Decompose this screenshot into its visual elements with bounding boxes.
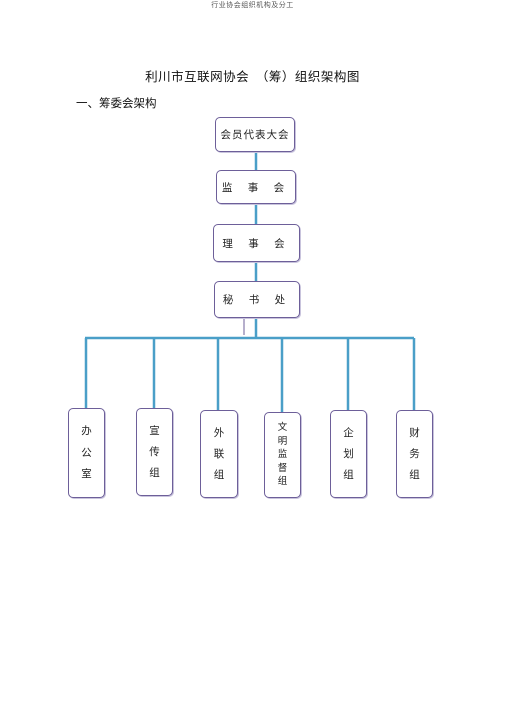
dept-char: 公 — [81, 446, 92, 459]
dept-char: 传 — [149, 445, 160, 458]
dept-box-finance: 财 务 组 — [396, 410, 433, 498]
dept-box-planning: 企 划 组 — [330, 410, 367, 498]
dept-char: 督 — [277, 462, 288, 474]
dept-char: 宣 — [149, 424, 160, 437]
org-box-supervisory-board: 监 事 会 — [216, 170, 296, 204]
dept-char: 组 — [409, 468, 420, 481]
dept-char: 文 — [277, 422, 288, 433]
dept-box-civility-supervision: 文 明 监 督 组 — [264, 412, 301, 498]
dept-box-office: 办 公 室 — [68, 408, 105, 498]
page-header: 行业协会组织机构及分工 — [211, 1, 294, 9]
dept-box-external-affairs: 外 联 组 — [200, 410, 238, 498]
dept-char: 财 — [409, 426, 420, 439]
dept-char: 组 — [277, 476, 288, 487]
dept-char: 组 — [213, 468, 225, 481]
org-box-council: 理 事 会 — [213, 224, 300, 262]
org-box-secretariat: 秘 书 处 — [214, 281, 300, 318]
org-box-label: 秘 书 处 — [222, 294, 292, 306]
dept-char: 办 — [81, 425, 92, 438]
dept-char: 划 — [343, 447, 354, 460]
dept-char: 监 — [277, 449, 288, 460]
dept-char: 联 — [213, 447, 225, 460]
org-box-label: 理 事 会 — [222, 237, 291, 250]
org-box-label: 监 事 会 — [221, 181, 291, 194]
dept-box-publicity: 宣 传 组 — [136, 408, 173, 496]
org-box-member-congress: 会员代表大会 — [215, 117, 295, 152]
org-box-label: 会员代表大会 — [220, 129, 290, 141]
dept-char: 组 — [343, 468, 354, 481]
page-title: 利川市互联网协会 （筹）组织架构图 — [145, 69, 360, 84]
section-heading: 一、筹委会架构 — [76, 96, 157, 110]
dept-char: 务 — [409, 447, 420, 460]
dept-char: 室 — [81, 468, 92, 481]
dept-char: 外 — [213, 426, 225, 439]
dept-char: 企 — [343, 426, 354, 439]
dept-char: 组 — [149, 466, 160, 479]
dept-char: 明 — [277, 435, 288, 447]
